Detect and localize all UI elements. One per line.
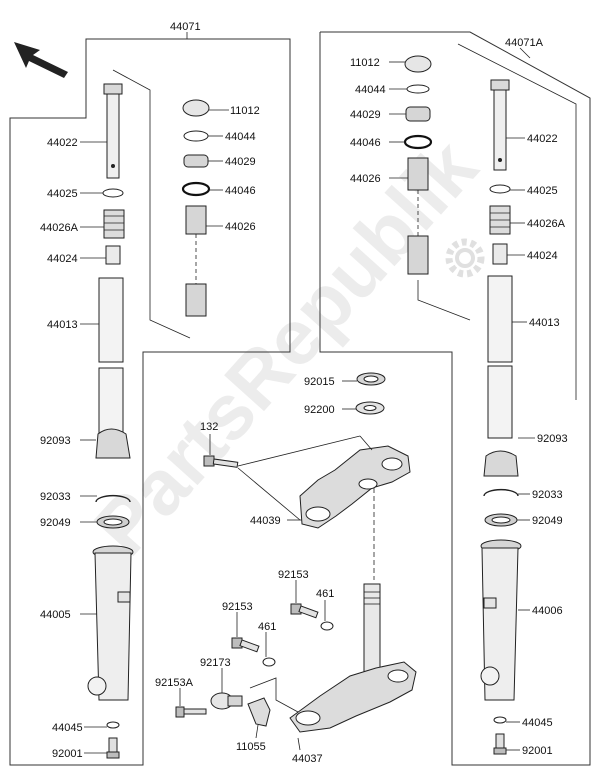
left-outer-tube-44005 (87, 545, 134, 701)
label-44026-right: 44026 (350, 173, 381, 185)
label-44029-left: 44029 (225, 156, 256, 168)
label-44029-right: 44029 (350, 109, 381, 121)
watermark-text: PartsRepublik (77, 122, 494, 571)
label-44024-right: 44024 (527, 250, 558, 262)
left-callouts (80, 141, 107, 754)
label-44071: 44071 (170, 21, 201, 33)
left-collar-44024 (105, 245, 121, 265)
label-92001: 92001 (52, 748, 83, 760)
label-44013: 44013 (47, 319, 78, 331)
seal-92200 (355, 401, 385, 415)
label-92015: 92015 (304, 376, 335, 388)
left-washer-44045 (106, 721, 120, 729)
left-oil-seal-92049 (96, 515, 130, 529)
bracket-11055 (247, 697, 271, 727)
right-collar-44024 (492, 243, 508, 265)
label-92153a: 92153A (155, 677, 194, 689)
left-fork-tube-44022 (103, 83, 123, 179)
clamp-92173 (210, 692, 243, 710)
right-fork-tube-44022 (490, 79, 510, 171)
label-44046-left: 44046 (225, 185, 256, 197)
steering-stem-44037 (289, 583, 417, 733)
left-bolt-92001 (106, 737, 120, 759)
arrow-up-left-icon (14, 42, 68, 78)
right-bolt-92001 (493, 733, 507, 755)
label-44026a-right: 44026A (527, 218, 566, 230)
washer-461-upper (320, 621, 334, 631)
label-44039: 44039 (250, 515, 281, 527)
label-44005: 44005 (40, 609, 71, 621)
label-132: 132 (200, 421, 218, 433)
right-circlip-92033 (483, 488, 519, 497)
label-11012-left: 11012 (230, 105, 260, 117)
label-92200: 92200 (304, 404, 335, 416)
label-11012-right: 11012 (350, 57, 380, 69)
label-44044-right: 44044 (355, 84, 386, 96)
label-92173: 92173 (200, 657, 231, 669)
label-44045: 44045 (52, 722, 83, 734)
bolt-132 (203, 455, 239, 468)
left-cap-11012 (182, 99, 210, 117)
label-44024: 44024 (47, 253, 78, 265)
label-44071a: 44071A (505, 37, 544, 49)
right-washer-44045 (493, 716, 507, 724)
label-92153-upper: 92153 (278, 569, 309, 581)
label-44026a: 44026A (40, 222, 79, 234)
label-92033-right: 92033 (532, 489, 563, 501)
label-44022: 44022 (47, 137, 78, 149)
left-spring-44026a (103, 209, 125, 239)
label-11055: 11055 (236, 741, 266, 753)
right-group-frame (319, 31, 591, 766)
left-washer-44025 (102, 188, 124, 198)
right-outer-tube-44006 (480, 539, 522, 701)
label-461-upper: 461 (316, 588, 334, 600)
label-92033: 92033 (40, 491, 71, 503)
label-461-lower: 461 (258, 621, 276, 633)
label-92049: 92049 (40, 517, 71, 529)
bearing-92015 (356, 372, 386, 386)
label-44046-right: 44046 (350, 137, 381, 149)
label-92001-right: 92001 (522, 745, 553, 757)
upper-bracket-44039 (299, 445, 411, 529)
right-callouts (506, 137, 535, 751)
bolt-92153-upper (290, 603, 319, 619)
right-washer-44025 (489, 184, 511, 194)
label-44013-right: 44013 (529, 317, 560, 329)
label-44044-left: 44044 (225, 131, 256, 143)
label-92153-lower: 92153 (222, 601, 253, 613)
right-o-ring-44044 (406, 84, 430, 94)
label-92049-right: 92049 (532, 515, 563, 527)
right-spacer-44029 (405, 106, 431, 122)
left-group-frame (9, 38, 291, 766)
label-92093: 92093 (40, 435, 71, 447)
left-inner-tube-44013 (98, 277, 124, 441)
gear-logo-icon (445, 238, 485, 278)
left-circlip-92033 (95, 494, 131, 503)
left-spring-44026 (185, 205, 207, 317)
label-44045-right: 44045 (522, 717, 553, 729)
label-44025: 44025 (47, 188, 78, 200)
label-44025-right: 44025 (527, 185, 558, 197)
left-o-ring-44046 (181, 181, 211, 197)
left-dust-seal-92093 (95, 428, 131, 459)
bolt-92153a (175, 706, 207, 718)
washer-461-lower (262, 657, 276, 667)
right-inner-tube-44013 (487, 275, 513, 439)
right-cap-11012 (404, 55, 432, 73)
label-44006: 44006 (532, 605, 563, 617)
left-spacer-44029 (183, 154, 209, 168)
right-oil-seal-92049 (484, 513, 518, 527)
right-dust-seal-92093 (483, 450, 519, 477)
label-92093-right: 92093 (537, 433, 568, 445)
right-spring-44026 (407, 157, 429, 275)
label-44026-left: 44026 (225, 221, 256, 233)
label-44037: 44037 (292, 753, 323, 765)
right-spring-44026a (489, 205, 511, 235)
label-44022-right: 44022 (527, 133, 558, 145)
left-o-ring-44044 (183, 130, 209, 142)
bolt-92153-lower (231, 637, 260, 653)
